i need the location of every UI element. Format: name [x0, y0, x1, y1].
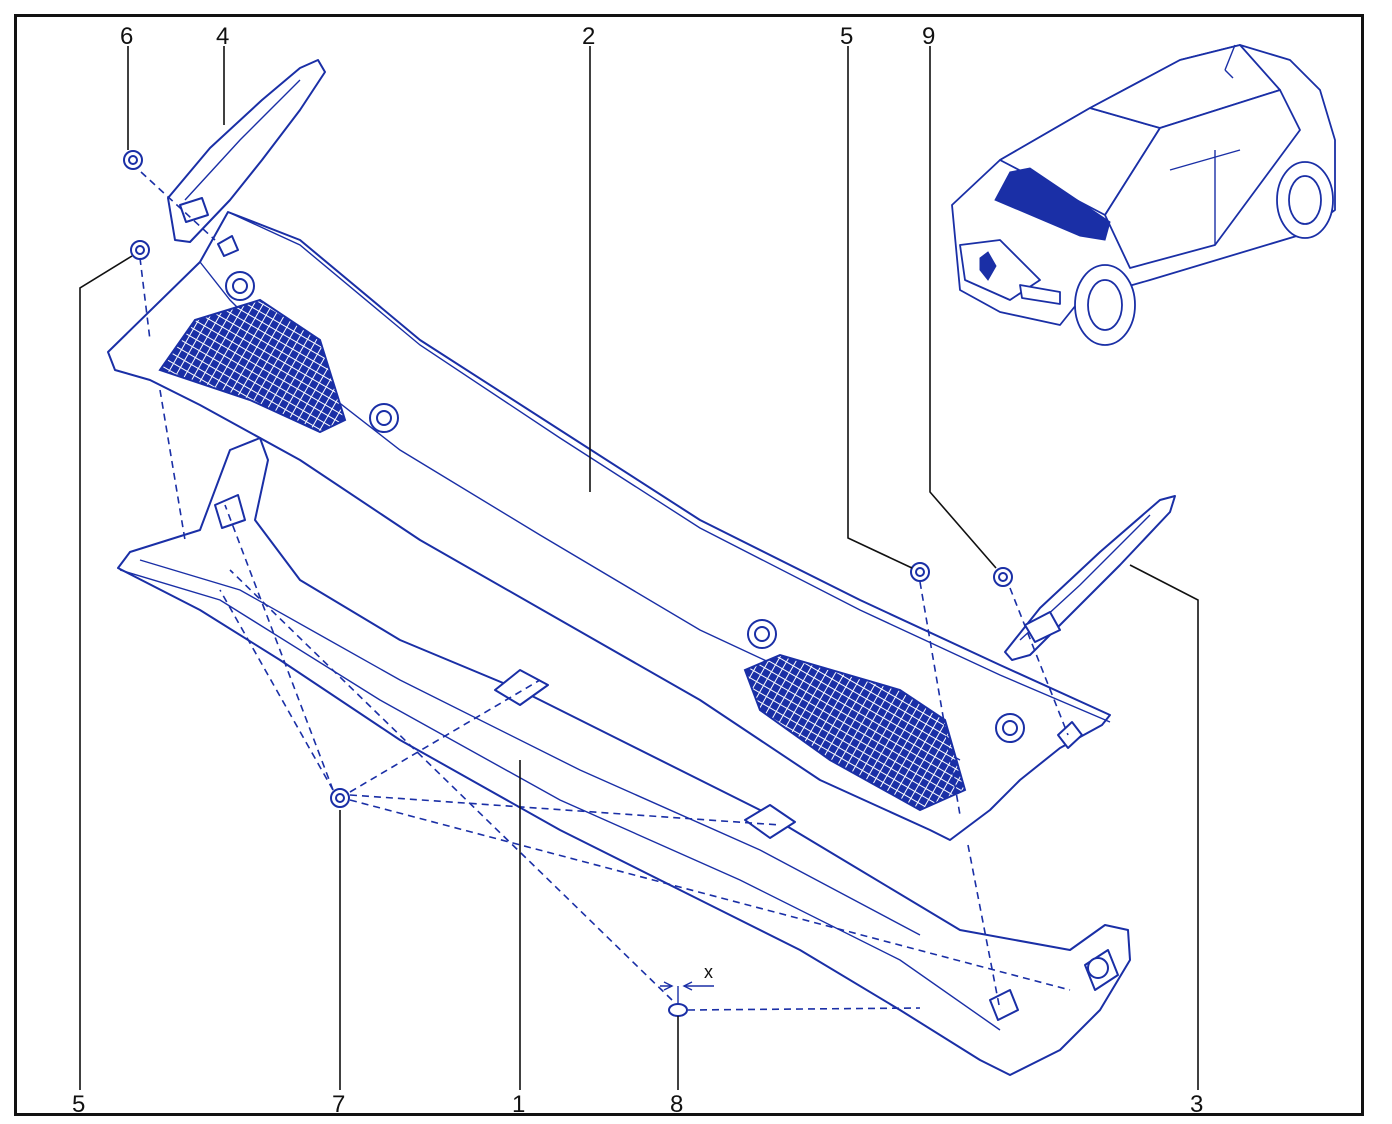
callout-6: 6 [120, 23, 133, 50]
fastener-nut-9 [993, 567, 1013, 587]
assembly-lines [139, 171, 1071, 1011]
callout-2: 2 [582, 23, 595, 50]
vehicle-locator-illustration [951, 44, 1336, 346]
diagram-frame [14, 14, 1364, 1116]
callout-4: 4 [216, 23, 229, 50]
leader-lines [79, 46, 1199, 1090]
part-1-lower-cowl-support [117, 437, 1131, 1076]
callout-7: 7 [332, 1091, 345, 1118]
fastener-stud-8 [668, 986, 688, 1017]
dimension-x-label: x [704, 962, 713, 982]
callout-5-top: 5 [840, 23, 853, 50]
callout-1: 1 [512, 1091, 525, 1118]
callout-8: 8 [670, 1091, 683, 1118]
fastener-screw-7 [330, 788, 350, 808]
callout-3: 3 [1190, 1091, 1203, 1118]
fastener-clip-5-right [910, 562, 930, 582]
callout-5-bottom: 5 [72, 1091, 85, 1118]
callout-9: 9 [922, 23, 935, 50]
fastener-clip-5-left [130, 240, 150, 260]
callout-labels: 6 4 2 5 9 5 7 1 8 3 x [72, 23, 1203, 1118]
fastener-clip-6 [123, 150, 143, 170]
part-2-cowl-panel [107, 211, 1111, 841]
part-4-left-end-cap [167, 59, 326, 243]
part-3-right-end-cap [1004, 495, 1176, 661]
